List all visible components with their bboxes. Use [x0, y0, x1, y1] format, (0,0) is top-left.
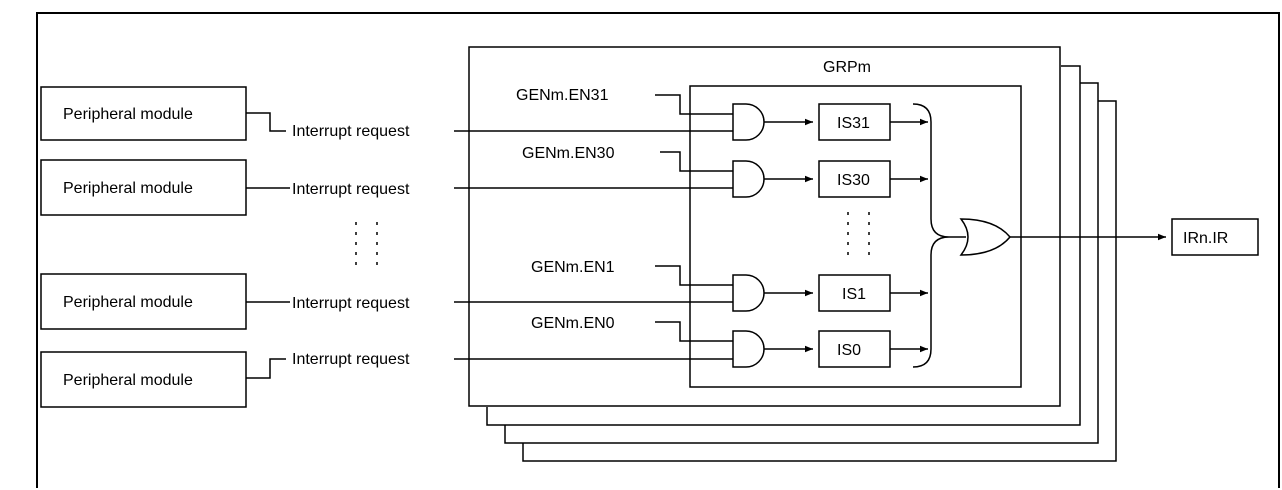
interrupt-request-label: Interrupt request [292, 295, 410, 312]
peripheral-module-label: Peripheral module [63, 106, 193, 123]
group-stack-frame-3 [522, 100, 1117, 462]
output-label: IRn.IR [1183, 230, 1228, 247]
status-box [818, 160, 891, 198]
channel-1: GENm.EN1 IS1 [531, 259, 928, 312]
peripheral-1: Peripheral module Interrupt request [40, 159, 733, 216]
peripheral-module-label: Peripheral module [63, 372, 193, 389]
and-gate [732, 160, 765, 198]
status-box [818, 103, 891, 141]
interrupt-request-label: Interrupt request [292, 123, 410, 140]
group-stack-frame-2 [504, 82, 1099, 444]
enable-line [655, 265, 733, 286]
channel-30: GENm.EN30 IS30 [522, 145, 928, 198]
peripheral-3: Peripheral module Interrupt request [40, 351, 733, 408]
group-title: GRPm [823, 59, 871, 76]
status-box [818, 274, 891, 312]
interrupt-request-label: Interrupt request [292, 351, 410, 368]
request-connector [246, 112, 286, 132]
and-gate [732, 103, 765, 141]
status-label: IS31 [837, 115, 870, 132]
status-label: IS1 [842, 286, 866, 303]
status-label: IS0 [837, 342, 861, 359]
peripheral-module-box [40, 86, 247, 141]
and-gate [732, 330, 765, 368]
interrupt-request-label: Interrupt request [292, 181, 410, 198]
or-gate [959, 218, 1011, 256]
status-label: IS30 [837, 172, 870, 189]
figure-frame [36, 12, 1280, 488]
channel-31: GENm.EN31 IS31 [516, 87, 928, 141]
enable-line [660, 151, 733, 172]
and-gate [732, 274, 765, 312]
peripheral-module-box [40, 351, 247, 408]
enable-bit-label: GENm.EN30 [522, 145, 615, 162]
enable-bit-label: GENm.EN0 [531, 315, 615, 332]
enable-bit-label: GENm.EN1 [531, 259, 615, 276]
group-stack-frame-1 [486, 65, 1081, 426]
enable-bit-label: GENm.EN31 [516, 87, 609, 104]
peripheral-ellipsis [355, 222, 378, 266]
peripheral-2: Peripheral module Interrupt request [40, 273, 733, 330]
output-box [1171, 218, 1259, 256]
enable-line [655, 94, 733, 115]
peripheral-module-label: Peripheral module [63, 180, 193, 197]
status-box [818, 330, 891, 368]
request-connector [246, 358, 286, 379]
peripheral-module-label: Peripheral module [63, 294, 193, 311]
channel-ellipsis [847, 212, 870, 256]
enable-line [655, 321, 733, 342]
peripheral-0: Peripheral module Interrupt request [40, 86, 733, 141]
channel-0: GENm.EN0 IS0 [531, 315, 928, 368]
